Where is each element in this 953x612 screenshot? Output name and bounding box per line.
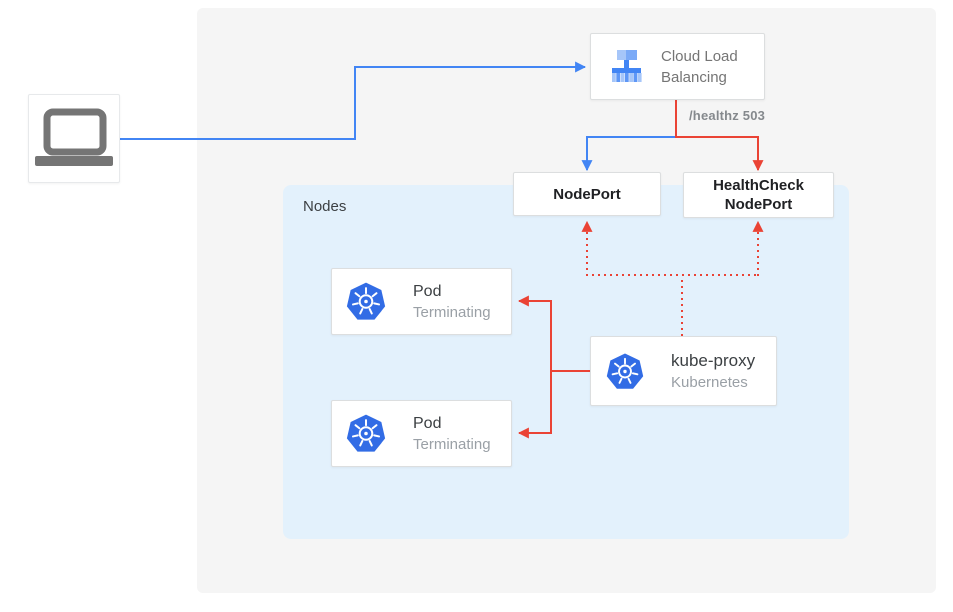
pod-title: Pod: [413, 414, 442, 432]
nodeport-box: NodePort: [513, 172, 661, 216]
healthz-label: /healthz 503: [689, 108, 766, 123]
kubernetes-icon: [345, 281, 387, 322]
kubernetes-icon: [605, 352, 645, 391]
laptop-icon: [33, 108, 115, 170]
kube-proxy-subtitle: Kubernetes: [671, 374, 748, 391]
pod-1-box: Pod Terminating: [331, 268, 512, 335]
pod-2-box: Pod Terminating: [331, 400, 512, 467]
nodeport-label: NodePort: [553, 185, 621, 203]
kubernetes-icon: [345, 413, 387, 454]
pod-text: Pod Terminating: [413, 283, 491, 321]
healthcheck-nodeport-label: HealthCheck NodePort: [713, 177, 804, 213]
load-balancer-icon: [606, 47, 646, 87]
cloud-load-balancing-box: Cloud Load Balancing: [590, 33, 765, 100]
kube-proxy-title: kube-proxy: [671, 351, 756, 370]
nodes-label: Nodes: [303, 198, 347, 215]
kube-proxy-text: kube-proxy Kubernetes: [671, 351, 755, 391]
client-box: [28, 94, 120, 183]
pod-status: Terminating: [413, 435, 491, 453]
cloud-load-balancing-label: Cloud Load Balancing: [661, 47, 738, 86]
pod-text: Pod Terminating: [413, 415, 491, 453]
pod-status: Terminating: [413, 303, 491, 321]
pod-title: Pod: [413, 282, 442, 300]
kube-proxy-box: kube-proxy Kubernetes: [590, 336, 777, 406]
healthcheck-nodeport-box: HealthCheck NodePort: [683, 172, 834, 218]
